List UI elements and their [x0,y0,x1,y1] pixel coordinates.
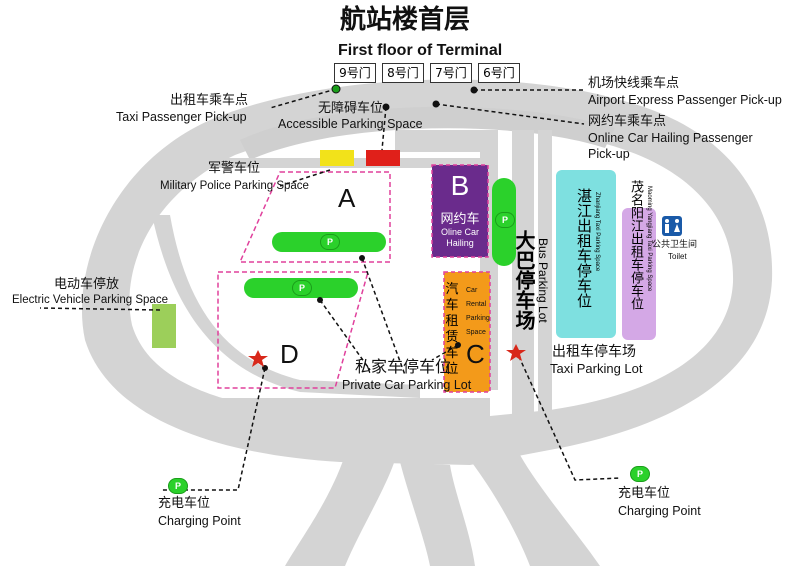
zone-d-letter: D [280,339,299,369]
zone-c-area [444,272,490,392]
express-label-en: Airport Express Passenger Pick-up [588,93,782,107]
military-space [320,150,354,166]
military-label-en: Military Police Parking Space [160,180,309,192]
map-title: 航站楼首层 [340,5,471,35]
lower-road-mid [400,462,475,566]
star-marker-d [248,350,268,367]
accessible-label-zh: 无障碍车位 [318,101,384,116]
curb-block [395,130,495,152]
ev-label-en: Electric Vehicle Parking Space [12,294,168,306]
online-dot [432,100,440,108]
zone-c-letter: C [466,339,485,369]
zone-b-en-1: Oline Car [440,227,479,237]
bus-label-zh: 大巴停车场 [512,230,536,330]
charging-legend-icon-left: P [168,478,188,494]
terminal-road [240,106,615,160]
zone-b-area [432,165,488,257]
gate-9: 9号门 [334,63,376,83]
inner-road-bottom [160,398,490,418]
taxi-lot-label-en: Taxi Parking Lot [550,361,643,376]
charging-label-zh-right: 充电车位 [618,486,671,501]
zone-b-en-2: Hailing [446,238,474,248]
taxi-pickup-label-en: Taxi Passenger Pick-up [116,110,247,124]
toilet-label-zh: 公共卫生间 [652,240,698,250]
zone-a-letter: A [338,183,356,213]
maoming-label-en: Maoming Yangjiang Taxi Parking Space [646,186,652,292]
ev-area [152,304,176,348]
gate-7: 7号门 [430,63,472,83]
zhanjiang-label-zh: 湛江出租车停车位 [575,188,593,308]
rental-label-zh: 汽车租赁车位 [445,282,459,377]
ev-label-zh: 电动车停放 [54,277,120,292]
charging-label-en-right: Charging Point [618,504,701,518]
charging-label-zh-left: 充电车位 [158,496,211,511]
charging-icon: P [320,234,340,250]
zhanjiang-label-en: Zhanjiang Taxi Parking Space [594,192,600,272]
accessible-dot [382,103,390,111]
gate-6: 6号门 [478,63,520,83]
taxi-lot-label-zh: 出租车停车场 [552,344,636,360]
charging-legend-icon-right: P [630,466,650,482]
lower-road-right [470,455,600,566]
vertical-road-3 [538,130,552,430]
charging-icon: P [495,212,515,228]
zone-d-area [217,271,369,389]
online-label-en-1: Online Car Hailing Passenger [588,131,753,145]
express-dot [470,86,478,94]
map-subtitle: First floor of Terminal [338,42,503,59]
lower-road-left [285,455,395,566]
taxi-pickup-label-zh: 出租车乘车点 [170,93,249,108]
rental-label-en: Car Rental Parking Space [466,287,490,336]
zone-b-letter: B [450,170,470,201]
maoming-label-zh: 茂名阳江出租车停车位 [628,180,643,310]
zone-a-area [238,171,391,263]
private-label-zh: 私家车停车位 [355,357,452,376]
military-label-zh: 军警车位 [208,161,261,176]
zhanjiang-taxi-area [556,170,616,338]
gate-8: 8号门 [382,63,424,83]
accessible-space [366,150,400,166]
taxi-pickup-dot [331,84,341,94]
accessible-label-en: Accessible Parking Space [278,117,423,131]
online-label-zh: 网约车乘车点 [588,114,667,129]
charging-label-en-left: Charging Point [158,514,241,528]
maoming-taxi-area [622,208,656,340]
bus-label-en: Bus Parking Lot [536,238,550,323]
toilet-label-en: Toilet [668,252,687,261]
private-label-en: Private Car Parking Lot [342,378,472,392]
online-label-en-2: Pick-up [588,147,630,161]
star-marker-bus [506,344,526,361]
charging-icon: P [292,280,312,296]
express-label-zh: 机场快线乘车点 [588,76,680,91]
zone-b-zh: 网约车 [440,212,480,227]
